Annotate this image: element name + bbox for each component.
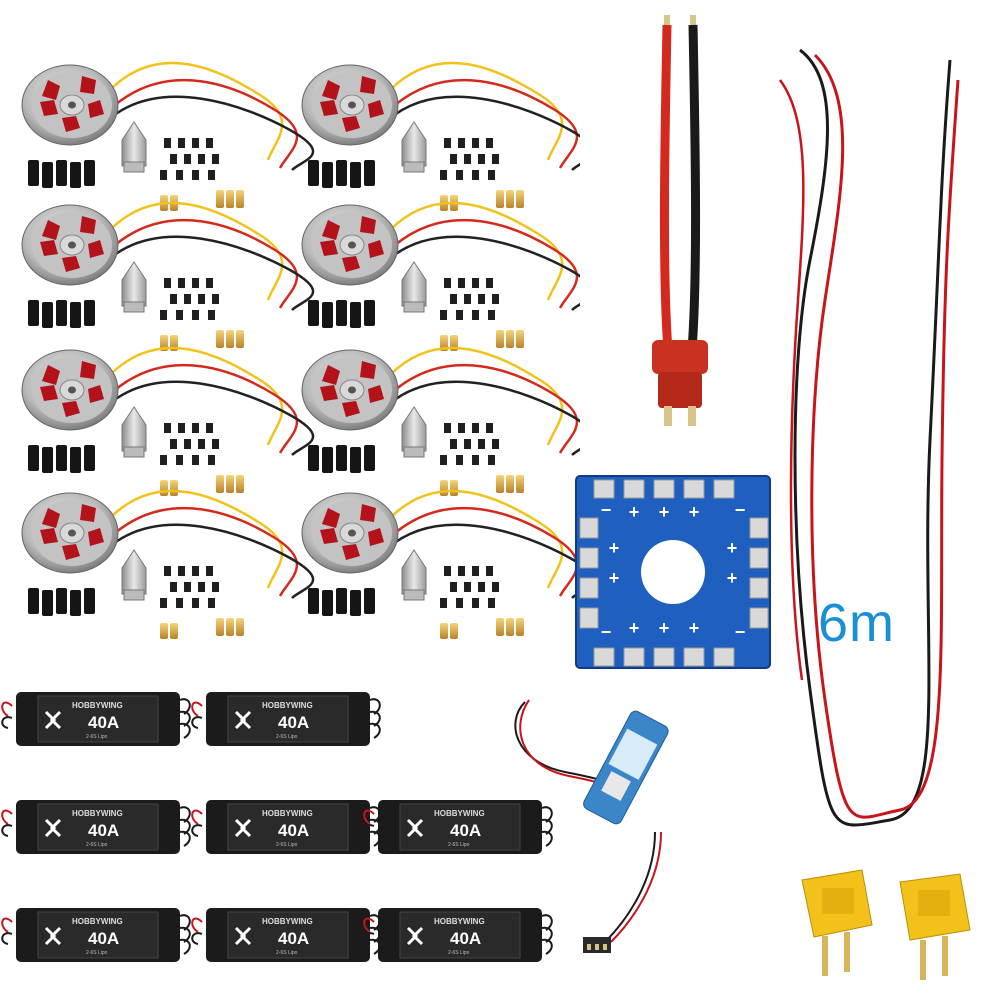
- motor-kit-6: [300, 346, 580, 498]
- esc-group: HOBBYWING 40A 2-6S Lipo: [0, 690, 554, 964]
- svg-text:+: +: [609, 568, 620, 588]
- svg-text:+: +: [629, 618, 640, 638]
- esc-6: [0, 906, 192, 964]
- motor-kit-8: [300, 489, 580, 640]
- power-distribution-board: + + + + + + + + + + − − − −: [575, 475, 771, 669]
- svg-text:+: +: [689, 618, 700, 638]
- svg-text:−: −: [735, 622, 746, 642]
- motor-kits: [20, 61, 580, 640]
- bec-module: [514, 699, 669, 953]
- esc-7: [190, 906, 382, 964]
- svg-text:+: +: [689, 502, 700, 522]
- svg-text:+: +: [727, 538, 738, 558]
- esc-4: [190, 798, 382, 856]
- esc-1: [0, 690, 192, 748]
- xt60-connector-1: [801, 869, 873, 976]
- svg-text:+: +: [659, 502, 670, 522]
- wire-pair-6m: [778, 48, 960, 827]
- motor-kit-2: [300, 61, 580, 213]
- svg-text:+: +: [727, 568, 738, 588]
- deans-power-lead: [652, 15, 708, 426]
- motor-kit-5: [20, 346, 315, 498]
- xt60-connector-2: [899, 873, 971, 980]
- svg-text:+: +: [609, 538, 620, 558]
- svg-text:−: −: [601, 622, 612, 642]
- svg-text:+: +: [659, 618, 670, 638]
- motor-kit-3: [20, 201, 315, 353]
- motor-kit-7: [20, 489, 315, 640]
- svg-text:+: +: [629, 502, 640, 522]
- esc-8: [362, 906, 554, 964]
- wire-length-label: 6m: [818, 593, 896, 653]
- esc-5: [362, 798, 554, 856]
- esc-3: [0, 798, 192, 856]
- motor-kit-1: [20, 61, 315, 213]
- svg-text:−: −: [601, 500, 612, 520]
- xt60-connectors: [801, 869, 971, 980]
- esc-2: [190, 690, 382, 748]
- motor-kit-4: [300, 201, 580, 353]
- svg-text:−: −: [735, 500, 746, 520]
